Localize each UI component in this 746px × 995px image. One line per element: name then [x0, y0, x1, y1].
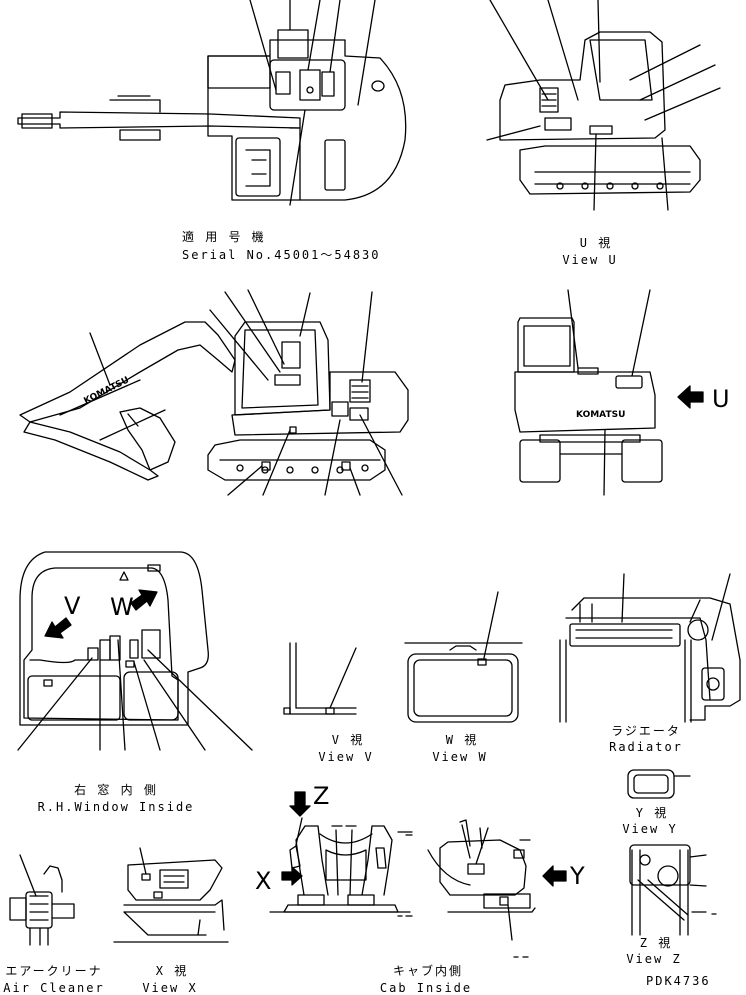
view-u-label: View U	[562, 253, 618, 267]
arrow-y-letter: Y	[570, 862, 585, 890]
arrow-x-letter: X	[255, 867, 272, 895]
serial-number-label: Serial No.45001～54830	[182, 248, 381, 262]
view-w-drawing	[404, 591, 523, 723]
view-w-jp-label: W 視	[445, 733, 479, 747]
air-cleaner-jp-label: エアークリーナ	[5, 964, 103, 978]
arrow-v-letter: V	[64, 592, 81, 620]
arrow-u-letter: U	[712, 385, 730, 413]
arrow-w-icon	[130, 589, 158, 611]
air-cleaner-drawing	[9, 854, 75, 946]
serial-jp-label: 適 用 号 機	[182, 230, 266, 244]
view-y-drawing	[627, 769, 691, 799]
radiator-jp-label: ラジエータ	[611, 724, 681, 738]
arrow-z-icon	[289, 791, 311, 817]
cab-inside-jp-label: キャブ内側	[392, 964, 464, 978]
view-z-drawing	[629, 844, 707, 936]
view-y-label: View Y	[622, 822, 678, 836]
view-v-jp-label: V 視	[331, 733, 365, 747]
view-x-drawing	[113, 847, 229, 943]
radiator-label: Radiator	[609, 740, 683, 754]
air-cleaner-label: Air Cleaner	[3, 981, 105, 995]
view-v-drawing	[283, 642, 357, 715]
doc-code-label: PDK4736	[646, 974, 711, 988]
radiator-drawing	[559, 573, 741, 723]
view-z-jp-label: Z 視	[639, 936, 673, 950]
brand-logo-rear: KOMATSU	[576, 410, 626, 420]
arrow-z-letter: Z	[313, 782, 330, 810]
side-view-drawing	[19, 289, 409, 496]
arrow-x-icon	[281, 866, 303, 886]
arrow-w-letter: W	[110, 593, 134, 621]
window-inside-jp-label: 右 窓 内 側	[74, 783, 158, 797]
view-x-jp-label: X 視	[155, 964, 189, 978]
view-u-jp-label: U 視	[579, 236, 613, 250]
window-inside-drawing	[17, 551, 253, 751]
cab-inside-drawing	[269, 817, 536, 941]
view-x-label: View X	[142, 981, 198, 995]
window-inside-label: R.H.Window Inside	[37, 800, 195, 814]
rear-quarter-view-drawing	[486, 0, 721, 211]
view-z-label: View Z	[626, 952, 682, 966]
arrow-y-icon	[542, 865, 567, 887]
cab-inside-label: Cab Inside	[379, 981, 473, 995]
rear-view-drawing	[514, 289, 663, 496]
view-y-jp-label: Y 視	[635, 806, 669, 820]
view-v-label: View V	[318, 750, 374, 764]
top-view-drawing	[17, 0, 407, 206]
view-w-label: View W	[432, 750, 488, 764]
arrow-u-icon	[677, 385, 704, 409]
arrow-v-icon	[44, 617, 72, 639]
